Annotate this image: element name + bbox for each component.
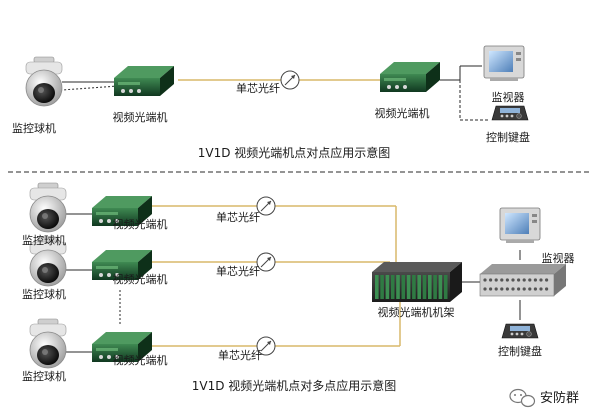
top-control-keyboard [491, 105, 529, 121]
matrix-port [533, 287, 538, 291]
bottom-control-keyboard [501, 323, 539, 339]
matrix-port [517, 278, 521, 282]
top-fiber-label: 单芯光纤 [236, 81, 280, 95]
matrix-port [500, 278, 504, 282]
bottom-section: 监控球机 视频光端机 单芯光纤 监控球机 视频光端机 单芯光纤 监控球机 视频光… [22, 182, 575, 393]
rack-slot-card [417, 275, 421, 299]
top-left-transceiver [114, 66, 174, 96]
bottom-caption: 1V1D 视频光端机点对多点应用示意图 [192, 378, 397, 393]
fiber-1-label: 单芯光纤 [216, 210, 260, 224]
matrix-port [528, 278, 532, 282]
matrix-port [522, 287, 526, 291]
matrix-port [511, 278, 515, 282]
fiber-2-label: 单芯光纤 [216, 264, 260, 278]
rack-slot-card [422, 275, 427, 299]
rack-slot-card [385, 275, 390, 299]
transceiver-1-label: 视频光端机 [113, 217, 168, 231]
matrix-port [505, 278, 509, 282]
matrix-port [545, 278, 549, 282]
top-left-transceiver-label: 视频光端机 [113, 110, 168, 124]
rack-slot-card [406, 275, 411, 299]
top-coax-cable-2 [61, 85, 119, 91]
top-right-transceiver [380, 62, 440, 92]
top-dome-camera [25, 56, 63, 107]
bottom-keyboard-label: 控制键盘 [498, 344, 542, 358]
matrix-port [494, 278, 498, 282]
camera-3 [29, 318, 67, 369]
top-section: 监控球机 视频光端机 单芯光纤 视频光端机 监视器 控制键盘 1V1D 视频光端… [12, 45, 530, 160]
watermark-text: 安防群 [540, 390, 579, 406]
watermark: 安防群 [509, 388, 579, 408]
matrix-port [545, 287, 549, 291]
top-fiber-coil-icon [280, 70, 300, 90]
top-right-transceiver-label: 视频光端机 [375, 106, 430, 120]
rack-slot-card [401, 275, 406, 299]
matrix-port [522, 278, 526, 282]
top-monitor [483, 45, 525, 82]
transceiver-rack [372, 262, 462, 302]
matrix-port [539, 287, 543, 291]
rack-slot-card [428, 275, 432, 299]
rack-slot-card [380, 275, 384, 299]
fiber-3-label: 单芯光纤 [218, 348, 262, 362]
matrix-port [494, 287, 498, 291]
transceiver-3-label: 视频光端机 [113, 353, 168, 367]
matrix-port [517, 287, 521, 291]
rack-slot-card [412, 275, 416, 299]
top-monitor-label: 监视器 [492, 90, 525, 104]
video-matrix [479, 264, 566, 297]
rack-slot-card [396, 275, 400, 299]
rack-label: 视频光端机机架 [378, 305, 455, 319]
matrix-port [489, 278, 493, 282]
matrix-port [489, 287, 493, 291]
matrix-port [528, 287, 532, 291]
transceiver-2-label: 视频光端机 [113, 272, 168, 286]
camera-3-label: 监控球机 [22, 369, 66, 383]
wechat-icon [509, 388, 536, 408]
matrix-port [505, 287, 509, 291]
matrix-port [539, 278, 543, 282]
top-keyboard-label: 控制键盘 [486, 130, 530, 144]
rack-slot-card [443, 275, 448, 299]
camera-1 [29, 182, 67, 233]
top-camera-label: 监控球机 [12, 121, 56, 135]
bottom-monitor-label: 监视器 [542, 251, 575, 265]
rack-slot-card [438, 275, 443, 299]
camera-2-label: 监控球机 [22, 287, 66, 301]
matrix-port [500, 287, 504, 291]
matrix-port [483, 287, 487, 291]
matrix-port [511, 287, 515, 291]
bottom-monitor [499, 207, 541, 244]
matrix-port [483, 278, 487, 282]
camera-1-label: 监控球机 [22, 233, 66, 247]
top-caption: 1V1D 视频光端机点对点应用示意图 [198, 145, 391, 160]
rack-slot-card [390, 275, 395, 299]
rack-slot-card [375, 275, 379, 299]
rack-slot-card [433, 275, 437, 299]
matrix-port [533, 278, 538, 282]
